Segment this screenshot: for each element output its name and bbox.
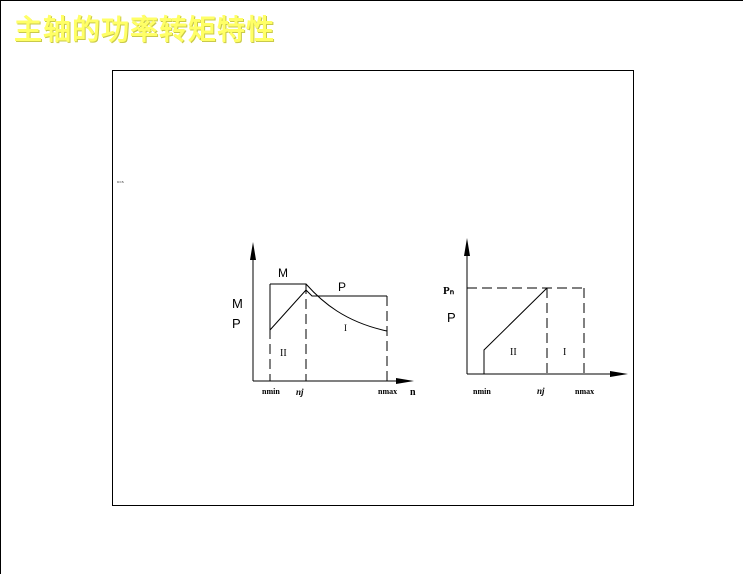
power-curve xyxy=(269,289,387,331)
right-y-label-p: P xyxy=(447,310,456,325)
figure-frame xyxy=(112,70,634,506)
power-curve-label: P xyxy=(338,280,346,294)
left-x-axis-arrow xyxy=(396,378,414,384)
slide-title: 主轴的功率转矩特性 xyxy=(14,13,276,46)
right-x-axis-arrow xyxy=(610,371,628,377)
right-region-ii-label: II xyxy=(510,347,517,358)
left-tick-nmin: nmin xyxy=(262,387,280,396)
left-y-axis-arrow xyxy=(250,242,256,260)
right-tick-nmin: nmin xyxy=(473,387,491,396)
left-tick-nmax: nmax xyxy=(378,387,397,396)
left-region-ii-label: II xyxy=(280,348,287,359)
left-y-label-m: M xyxy=(232,296,243,311)
left-x-axis-label: n xyxy=(410,387,416,398)
torque-curve-label: M xyxy=(278,266,288,280)
left-tick-nj: nj xyxy=(296,387,304,397)
right-tick-nj: nj xyxy=(537,386,545,396)
left-y-label-p: P xyxy=(232,316,241,331)
torque-curve xyxy=(270,283,388,332)
stray-mark: ₙ₌ₙ xyxy=(117,180,124,185)
rated-power-label: Pₙ xyxy=(443,285,455,297)
right-diagram: Pₙ P II I nmin nj nmax xyxy=(443,238,628,396)
left-region-i-label: I xyxy=(344,323,347,333)
right-tick-nmax: nmax xyxy=(575,387,594,396)
right-y-axis-arrow xyxy=(464,238,470,256)
right-region-i-label: I xyxy=(563,347,566,358)
right-power-curve xyxy=(483,287,548,374)
left-diagram: M P M P I II nmin nj nmax n xyxy=(232,242,416,398)
